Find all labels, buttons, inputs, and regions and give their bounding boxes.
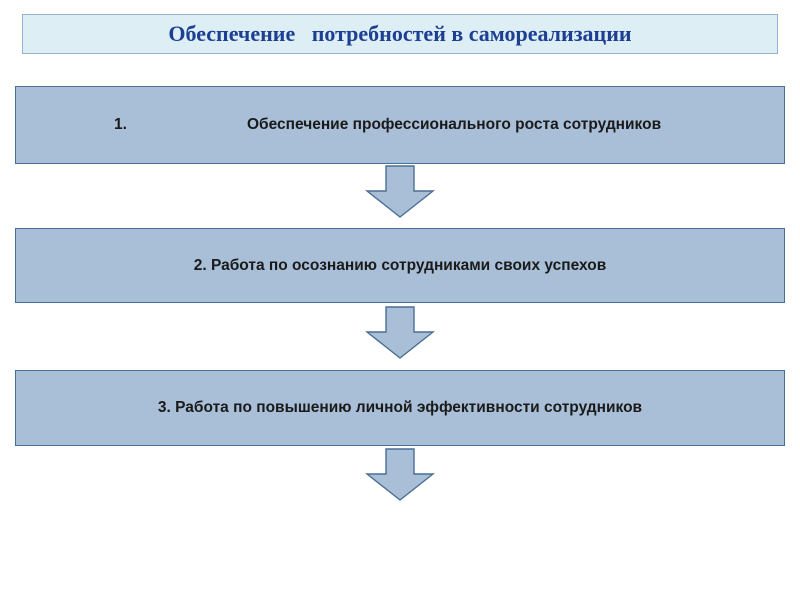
down-arrow-2: [364, 306, 436, 360]
step-2-label: 2. Работа по осознанию сотрудниками свои…: [193, 256, 607, 274]
step-1-number: 1.: [114, 116, 127, 133]
step-box-3[interactable]: 3. Работа по повышению личной эффективно…: [15, 370, 785, 446]
step-box-2[interactable]: 2. Работа по осознанию сотрудниками свои…: [15, 228, 785, 303]
down-arrow-3: [364, 448, 436, 502]
step-box-1[interactable]: 1. Обеспечение профессионального роста с…: [15, 86, 785, 164]
step-1-label: Обеспечение профессионального роста сотр…: [246, 116, 662, 133]
step-3-label: 3. Работа по повышению личной эффективно…: [157, 399, 643, 416]
page-title: Обеспечение потребностей в самореализаци…: [168, 21, 632, 46]
down-arrow-1: [364, 165, 436, 219]
title-box: Обеспечение потребностей в самореализаци…: [22, 14, 778, 54]
